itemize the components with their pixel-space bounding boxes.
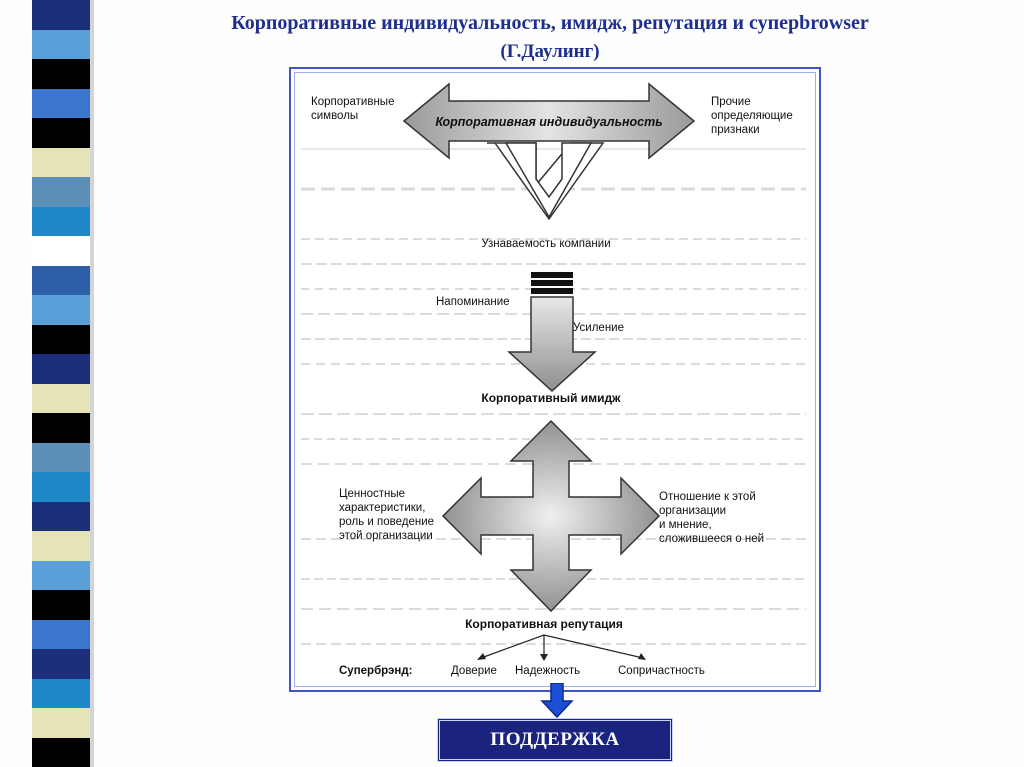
strip-segment [32,118,90,148]
strip-segment [32,324,90,354]
identity-double-arrow [402,82,696,160]
strip-segment [32,354,90,384]
strip-segment [32,413,90,443]
strip-segment [32,88,90,118]
strip-segment [32,649,90,679]
strip-segment [32,147,90,177]
strip-segment [32,295,90,325]
slide-title: Корпоративные индивидуальность, имидж, р… [231,12,869,34]
strip-segment [32,236,90,266]
reliability-label: Надежность [515,665,580,677]
corporate-symbols-label: Корпоративные символы [311,96,398,122]
diagram-svg: Корпоративная индивидуальность Корпорати… [301,82,806,677]
strip-segment [32,501,90,531]
strip-segment [32,442,90,472]
corporate-image-label: Корпоративный имидж [481,391,621,405]
strip-segment [32,678,90,708]
strip-segment [32,206,90,236]
attitude-label: Отношение к этой организации и мнение, с… [659,491,764,545]
strip-segment [32,59,90,89]
identity-arrow-label: Корпоративная индивидуальность [435,115,662,129]
trust-label: Доверие [451,665,497,677]
values-label: Ценностные характеристики, роль и поведе… [339,488,437,542]
strip-segment [32,0,90,30]
support-arrow [540,683,574,719]
support-label: ПОДДЕРЖКА [490,729,620,750]
corporate-reputation-label: Корпоративная репутация [465,617,623,631]
involvement-label: Сопричастность [618,665,705,677]
slide-subtitle-author: (Г.Даулинг) [500,41,600,62]
strip-segment [32,708,90,738]
strip-segment [32,619,90,649]
strip-segment [32,383,90,413]
superbrand-label: Супербрэнд: [339,665,412,677]
other-features-label: Прочие определяющие признаки [711,96,796,136]
reminder-label: Напоминание [436,296,510,308]
strip-segment [32,29,90,59]
reinforcement-label: Усиление [573,322,624,334]
superbrand-branches [480,634,644,659]
strip-segment [32,472,90,502]
strip-segment [32,590,90,620]
strip-segment [32,560,90,590]
reinforcement-stack [507,272,597,393]
strip-segment [32,265,90,295]
strip-segment [32,531,90,561]
diagram-frame: Корпоративная индивидуальность Корпорати… [289,67,821,692]
recognition-label: Узнаваемость компании [481,238,610,250]
strip-shadow [90,0,94,767]
decorative-color-strip [32,0,90,767]
four-way-arrow [441,419,661,613]
strip-segment [32,737,90,767]
support-box: ПОДДЕРЖКА [437,718,673,762]
strip-segment [32,177,90,207]
